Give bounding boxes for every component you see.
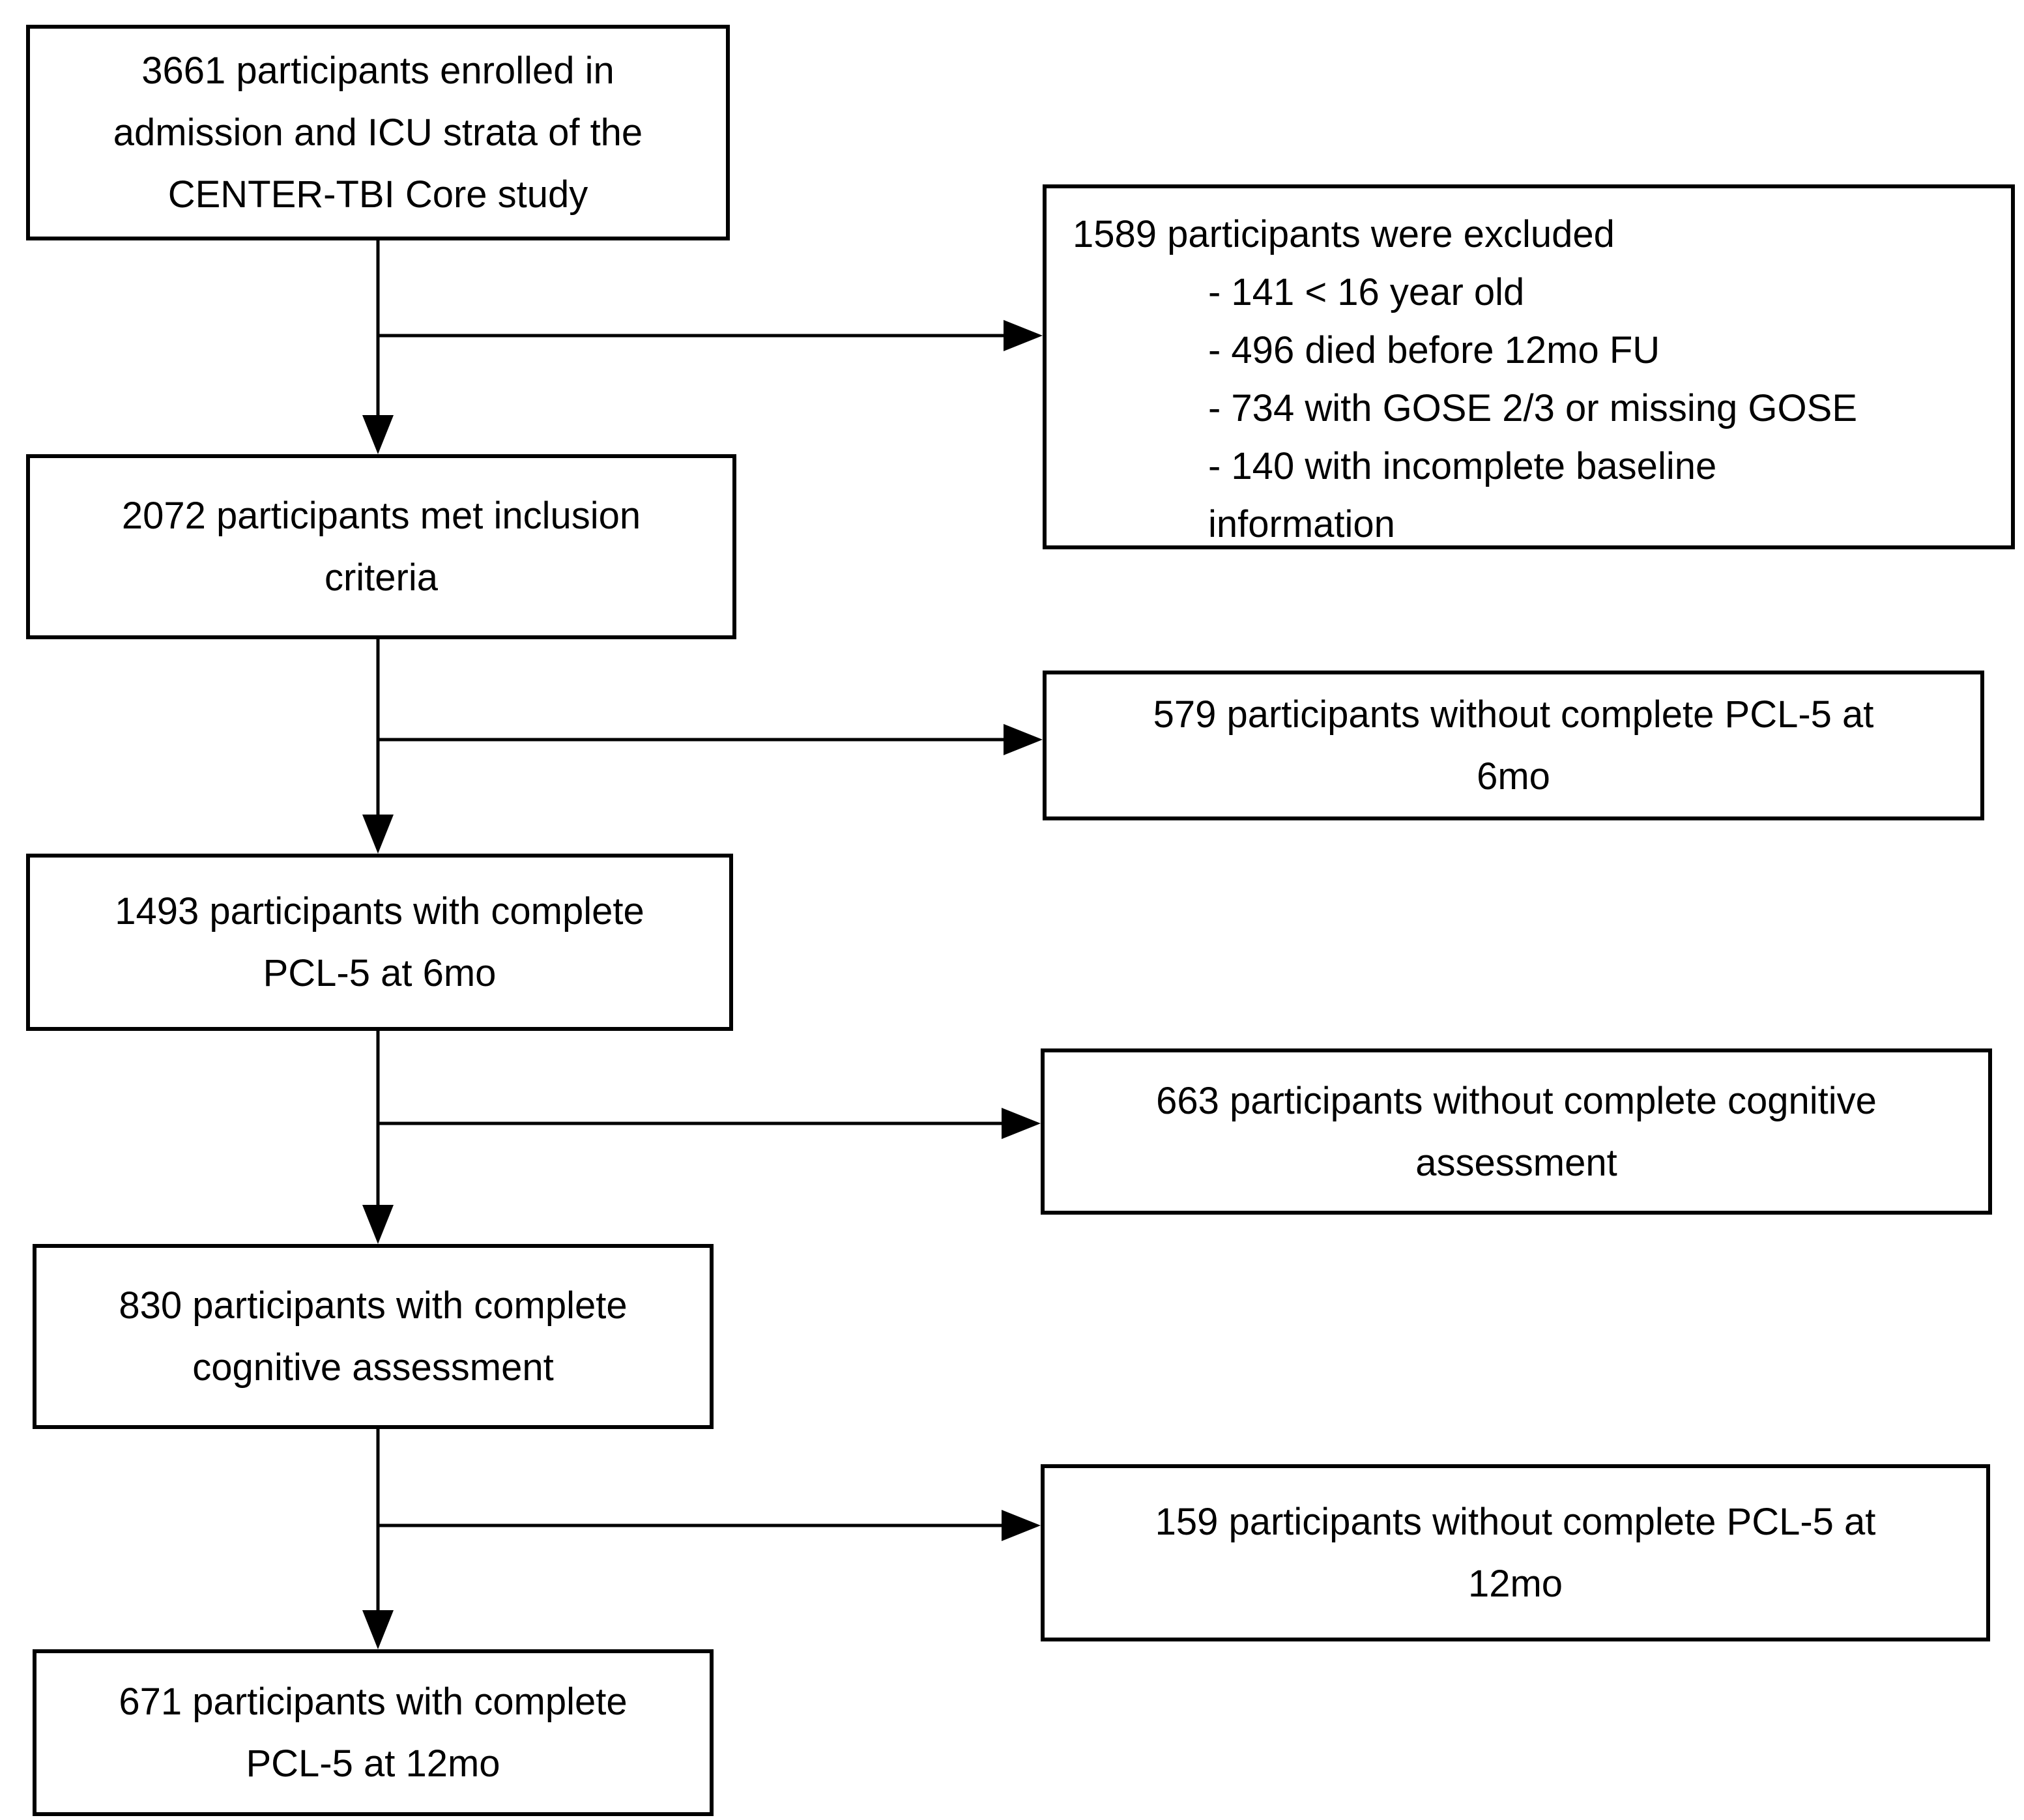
arrow-right-head	[1002, 1510, 1041, 1541]
arrow-down-head	[362, 415, 394, 454]
box-no-pcl6-line: 6mo	[1477, 755, 1550, 798]
box-excluded-item: - 734 with GOSE 2/3 or missing GOSE	[1208, 387, 1858, 429]
arrow-down-head	[362, 815, 394, 854]
box-enrolled: 3661 participants enrolled in admission …	[26, 25, 730, 240]
box-excluded-item: - 496 died before 12mo FU	[1208, 329, 1660, 371]
box-pcl12-line: 671 participants with complete	[119, 1681, 628, 1723]
box-pcl6-line: PCL-5 at 6mo	[263, 952, 497, 994]
arrow-cognitive-to-pcl12	[362, 1429, 394, 1649]
arrow-pcl6-to-cognitive	[362, 1031, 394, 1244]
box-no-cog-line: assessment	[1415, 1141, 1617, 1184]
box-excluded-item-continuation: information	[1208, 503, 1395, 545]
box-without-cognitive-assessment: 663 participants without complete cognit…	[1041, 1048, 1992, 1215]
box-without-pcl5-6mo: 579 participants without complete PCL-5 …	[1043, 671, 1984, 820]
box-no-pcl12-line: 12mo	[1467, 1563, 1563, 1605]
box-pcl6-line: 1493 participants with complete	[115, 890, 644, 932]
arrow-branch-to-no-pcl12	[378, 1510, 1041, 1541]
box-complete-pcl5-12mo: 671 participants with complete PCL-5 at …	[33, 1649, 714, 1816]
box-excluded-item: - 141 < 16 year old	[1208, 271, 1525, 313]
box-inclusion-criteria: 2072 participants met inclusion criteria	[26, 454, 736, 639]
box-enrolled-line: CENTER-TBI Core study	[167, 173, 588, 216]
box-without-pcl5-12mo: 159 participants without complete PCL-5 …	[1041, 1464, 1990, 1641]
arrow-inclusion-to-pcl6	[362, 639, 394, 854]
arrow-right-head	[1004, 724, 1043, 755]
box-no-cog-line: 663 participants without complete cognit…	[1156, 1079, 1877, 1122]
box-no-pcl6-line: 579 participants without complete PCL-5 …	[1153, 693, 1874, 736]
box-no-pcl12-line: 159 participants without complete PCL-5 …	[1155, 1501, 1876, 1543]
box-cognitive-line: 830 participants with complete	[119, 1284, 628, 1327]
box-excluded-item: - 140 with incomplete baseline	[1208, 445, 1717, 487]
arrow-branch-to-no-cognitive	[378, 1108, 1041, 1139]
arrow-branch-to-excluded	[378, 320, 1043, 351]
box-pcl12-line: PCL-5 at 12mo	[246, 1742, 500, 1785]
box-complete-pcl5-6mo: 1493 participants with complete PCL-5 at…	[26, 854, 733, 1031]
box-inclusion-line: 2072 participants met inclusion	[121, 495, 641, 537]
box-enrolled-line: admission and ICU strata of the	[113, 111, 643, 154]
box-excluded: 1589 participants were excluded - 141 < …	[1043, 184, 2015, 549]
arrow-right-head	[1002, 1108, 1041, 1139]
box-complete-cognitive-assessment: 830 participants with complete cognitive…	[33, 1244, 714, 1429]
arrow-branch-to-no-pcl6	[378, 724, 1043, 755]
arrow-down-head	[362, 1610, 394, 1649]
box-enrolled-line: 3661 participants enrolled in	[141, 50, 614, 92]
box-cognitive-line: cognitive assessment	[192, 1346, 554, 1389]
arrow-enrolled-to-inclusion	[362, 240, 394, 454]
arrow-down-head	[362, 1205, 394, 1244]
arrow-right-head	[1004, 320, 1043, 351]
box-inclusion-line: criteria	[324, 556, 439, 599]
box-excluded-title: 1589 participants were excluded	[1073, 213, 1615, 255]
